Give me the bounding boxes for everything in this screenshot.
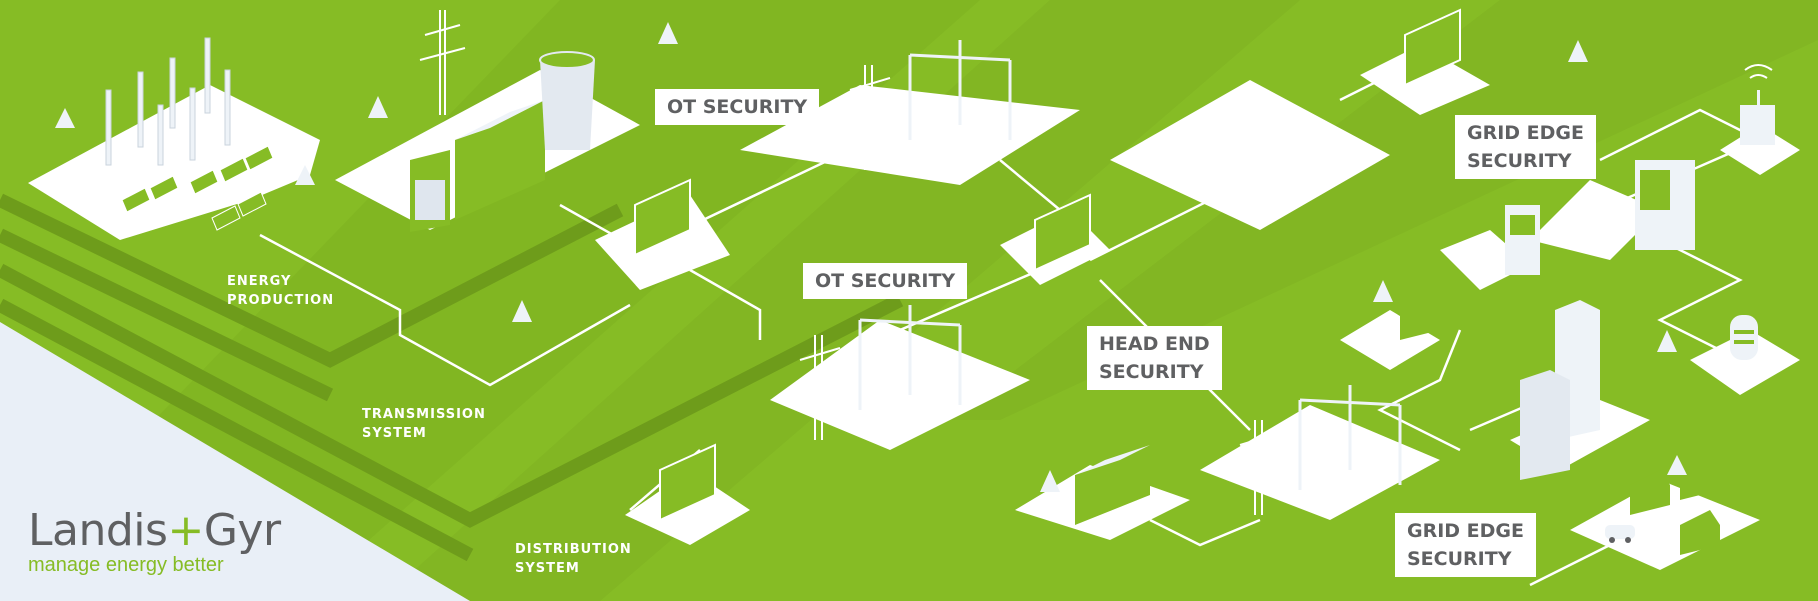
layer-label-distribution-system: DISTRIBUTION SYSTEM: [515, 542, 632, 576]
layer-label-energy-production: ENERGY PRODUCTION: [227, 274, 335, 308]
smart-meter-icon: [1505, 205, 1540, 275]
transmission-tower-icon: [419, 10, 1281, 515]
house-icon: [1400, 290, 1720, 555]
corner-background: [0, 322, 470, 601]
terrace-step-transmission: [0, 263, 904, 528]
factory-icon: [1075, 445, 1150, 525]
wind-farm-icon: [105, 37, 231, 166]
logo-tagline: manage energy better: [28, 554, 224, 576]
terrace-band: [0, 0, 980, 601]
meter-cabinet-icon: [1635, 160, 1695, 250]
terrace-step-production: [0, 193, 624, 368]
logo-name-left: Landis: [28, 505, 168, 556]
logo-name-right: Gyr: [203, 505, 281, 556]
control-center-icon: [634, 8, 1461, 522]
electric-car-icon: [1605, 525, 1635, 543]
ot-security-label: OT SECURITY: [655, 89, 820, 125]
office-tower-icon: [1520, 300, 1600, 480]
battery-icon: [1730, 315, 1758, 360]
grid-edge-security-label: GRID EDGE SECURITY: [1455, 115, 1597, 179]
grid-edge-security-label: GRID EDGE SECURITY: [1395, 513, 1537, 577]
layer-label-transmission-system: TRANSMISSION SYSTEM: [362, 407, 486, 441]
cooling-tower-icon: [539, 51, 595, 150]
landis-gyr-logo: Landis+Gyr manage energy better: [28, 508, 281, 577]
tree-icon: [55, 22, 1687, 492]
gateway-icon: [1740, 64, 1775, 145]
logo-wordmark: Landis+Gyr: [28, 508, 281, 554]
solar-panel-icon: [121, 145, 274, 231]
terrace-band: [950, 0, 1818, 420]
substation-icon: [858, 40, 1402, 490]
terrace-step: [0, 228, 334, 402]
terrace-step: [0, 298, 474, 562]
power-plant-icon: [410, 100, 545, 232]
logo-plus: +: [167, 505, 204, 556]
ot-security-label: OT SECURITY: [803, 263, 968, 299]
head-end-security-label: HEAD END SECURITY: [1087, 326, 1222, 390]
